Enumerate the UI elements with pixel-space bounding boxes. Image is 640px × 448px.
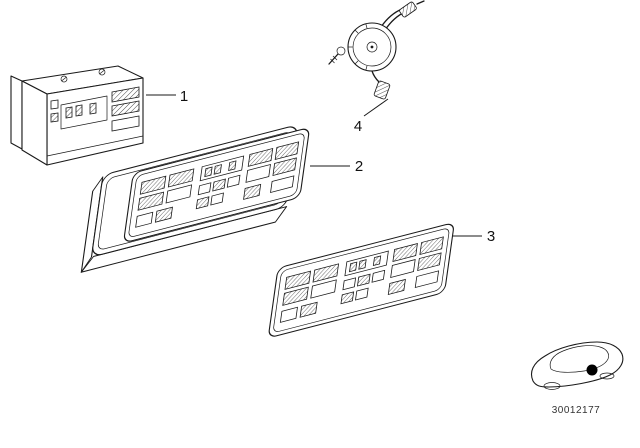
- panel-seam: [46, 135, 144, 157]
- motor-rib: [354, 29, 359, 34]
- climate-panel-face: [267, 221, 455, 339]
- display-segment: [89, 102, 97, 115]
- rear-bracket: [10, 75, 23, 150]
- screw-thread: [330, 58, 335, 64]
- part-4-actuator-drawing: [328, 0, 425, 100]
- callout-label-1: 1: [180, 88, 188, 105]
- panel-button: [111, 115, 140, 132]
- display-segment: [65, 106, 73, 119]
- car-wheel: [599, 372, 615, 380]
- panel-button: [111, 100, 140, 117]
- callout-label-3: 3: [487, 228, 495, 245]
- screw-icon: [328, 46, 346, 65]
- screw-slot: [61, 76, 67, 82]
- cable-wire: [380, 8, 403, 28]
- motor-shaft-center: [370, 45, 374, 49]
- callout-line-4: [363, 98, 389, 117]
- diagram-number: 30012177: [552, 405, 601, 416]
- motor-shaft: [366, 41, 378, 53]
- car-body: [530, 341, 624, 388]
- part-location-dot: [586, 364, 598, 376]
- plug-connector: [373, 80, 391, 100]
- screw-shaft: [328, 53, 339, 65]
- panel-button: [111, 86, 140, 103]
- part-2-panel-with-frame-drawing: [80, 126, 311, 273]
- car-roof: [549, 345, 609, 373]
- connector-wire: [371, 70, 380, 83]
- callout-label-4: 4: [354, 118, 362, 135]
- motor-rim: [352, 27, 392, 67]
- cable-tail: [416, 0, 425, 5]
- screw-head: [336, 46, 346, 56]
- panel-button: [50, 112, 59, 123]
- display-segment: [75, 104, 83, 117]
- part-1-display-unit-drawing: [10, 65, 144, 166]
- side-face: [21, 80, 48, 166]
- callout-label-2: 2: [355, 158, 363, 175]
- part-3-panel-drawing: [267, 221, 455, 339]
- panel-button: [50, 99, 59, 110]
- car-wheel: [543, 382, 561, 390]
- plug-body: [373, 80, 391, 100]
- connector-body: [399, 1, 417, 18]
- car-location-icon: [530, 341, 624, 390]
- screw-thread: [332, 55, 338, 61]
- motor-rib: [354, 60, 359, 65]
- screw-head-icon: [60, 75, 68, 83]
- cable-connector: [399, 1, 417, 18]
- screw-head-icon: [98, 68, 106, 76]
- screw-slot: [99, 69, 105, 75]
- motor-rib: [365, 65, 368, 71]
- motor-rib: [365, 23, 368, 29]
